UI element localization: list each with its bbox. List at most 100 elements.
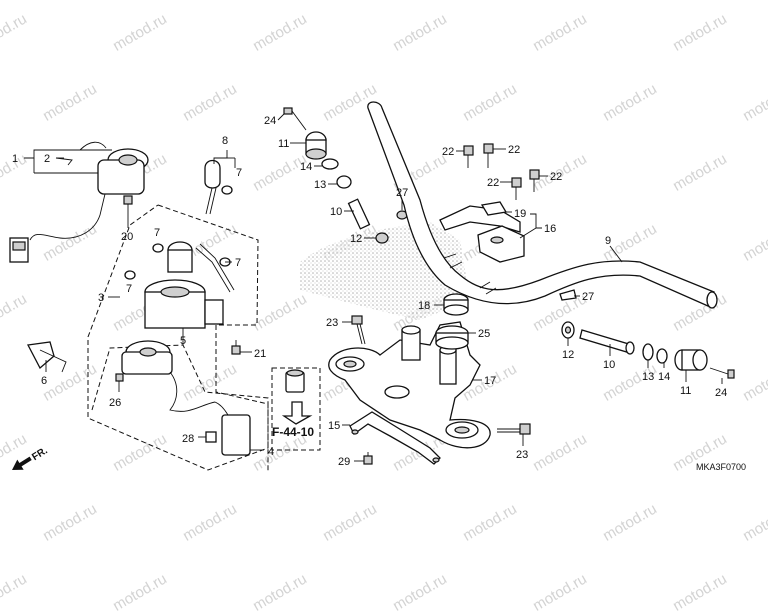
callout-21: 21: [254, 348, 266, 360]
grip-end-part-11a: [305, 131, 327, 160]
callout-28: 28: [182, 433, 194, 445]
diagram-code: MKA3F0700: [696, 462, 746, 472]
screw-part-29: [363, 452, 373, 465]
key-part-8: [204, 159, 221, 215]
handlebar-part-9: [367, 101, 718, 309]
callout-13-a: 13: [314, 179, 326, 191]
parts-diagram: motod.ru motod.ru motod.ru motod.ru motod.ru…: [0, 10, 768, 614]
clip-part-28: [205, 431, 217, 443]
front-direction-indicator: FR.: [12, 445, 50, 470]
connector-part-6: [26, 341, 67, 373]
assembly-box-3: [87, 204, 269, 471]
callout-25: 25: [478, 328, 490, 340]
cap-part-18: [443, 293, 469, 316]
grip-end-part-11b: [674, 349, 708, 371]
callout-7-c: 7: [154, 227, 160, 239]
screw-part-26: [115, 373, 124, 392]
front-arrow-icon: [12, 456, 32, 470]
callout-15: 15: [328, 420, 340, 432]
callout-14-a: 14: [300, 161, 312, 173]
assembly-box-5: [91, 344, 269, 473]
bolt-part-22d: [529, 169, 540, 192]
washer-part-7b: [152, 243, 164, 253]
ignition-switch-part: [9, 141, 149, 263]
watermark-text: motod.ru: [110, 570, 170, 615]
callout-22-a: 22: [442, 146, 454, 158]
callout-12-b: 12: [562, 349, 574, 361]
bolt-part-23b: [497, 423, 531, 435]
bolt-part-22a: [463, 145, 474, 168]
reference-thumbnail: [281, 369, 313, 425]
callout-2: 2: [44, 153, 50, 165]
watermark-text: motod.ru: [250, 570, 310, 615]
washer-part-7d: [124, 270, 136, 280]
collar-part-13b: [642, 343, 654, 361]
rubber-part-14b: [656, 348, 668, 364]
callout-18: 18: [418, 300, 430, 312]
callout-23-a: 23: [326, 317, 338, 329]
bolt-part-20: [123, 195, 133, 222]
washer-part-7a: [221, 185, 233, 195]
rubber-part-14a: [321, 158, 339, 170]
callout-4: 4: [268, 446, 274, 458]
callout-23-b: 23: [516, 449, 528, 461]
callout-16: 16: [544, 223, 556, 235]
bolt-part-24a: [283, 107, 307, 131]
callout-17: 17: [484, 375, 496, 387]
callout-24-a: 24: [264, 115, 276, 127]
lock-cylinder-part: [144, 241, 235, 329]
callout-5: 5: [180, 335, 186, 347]
callout-labels: 1 2 20 8 7 7 7 7 3 5 21 6 26 28 4 24 11 …: [12, 115, 727, 468]
callout-6: 6: [41, 375, 47, 387]
callout-22-d: 22: [550, 171, 562, 183]
callout-19: 19: [514, 208, 526, 220]
reference-label: F-44-10: [272, 425, 314, 439]
callout-10-a: 10: [330, 206, 342, 218]
bracket-part-15: [349, 411, 441, 465]
top-bridge-part-17: [328, 321, 491, 449]
callout-11-b: 11: [680, 385, 691, 397]
switch-unit-part: [121, 340, 251, 456]
nut-part-12a: [375, 232, 389, 244]
reference-box: [271, 367, 321, 451]
bolt-part-23a: [351, 315, 366, 345]
callout-12-a: 12: [350, 233, 362, 245]
callout-14-b: 14: [658, 371, 670, 383]
nut-part-25: [435, 325, 469, 350]
callout-26: 26: [109, 397, 121, 409]
callout-20: 20: [121, 231, 133, 243]
bolt-part-22c: [511, 177, 522, 200]
screw-part-21: [231, 340, 241, 355]
callout-22-b: 22: [508, 144, 520, 156]
callout-8: 8: [222, 135, 228, 147]
bolt-part-24b: [709, 367, 735, 379]
callout-3: 3: [98, 292, 104, 304]
weight-shaft-part-10b: [579, 329, 635, 355]
watermark-text: motod.ru: [0, 570, 30, 615]
front-direction-label: FR.: [30, 445, 50, 463]
nut-part-12b: [561, 321, 575, 339]
callout-24-b: 24: [715, 387, 727, 399]
watermark-text: motod.ru: [530, 570, 590, 615]
callout-1: 1: [12, 153, 18, 165]
callout-27-b: 27: [582, 291, 594, 303]
callout-29: 29: [338, 456, 350, 468]
callout-7-a: 7: [236, 167, 242, 179]
callout-22-c: 22: [487, 177, 499, 189]
clip-part-27b: [559, 289, 577, 301]
bolt-part-22b: [483, 143, 494, 168]
callout-27-a: 27: [396, 187, 408, 199]
watermark-text: motod.ru: [670, 570, 730, 615]
watermark-text: motod.ru: [390, 570, 450, 615]
callout-13-b: 13: [642, 371, 654, 383]
callout-9: 9: [605, 235, 611, 247]
leader-lines: [24, 113, 723, 462]
upper-holder-part-16: [439, 201, 525, 263]
callout-10-b: 10: [603, 359, 615, 371]
callout-7-b: 7: [235, 257, 241, 269]
weight-shaft-part-10a: [347, 198, 371, 230]
diagram-canvas: 1 2 20 8 7 7 7 7 3 5 21 6 26 28 4 24 11 …: [9, 101, 746, 473]
callout-11-a: 11: [278, 138, 289, 150]
callout-7-d: 7: [126, 283, 132, 295]
collar-part-13a: [336, 175, 352, 189]
